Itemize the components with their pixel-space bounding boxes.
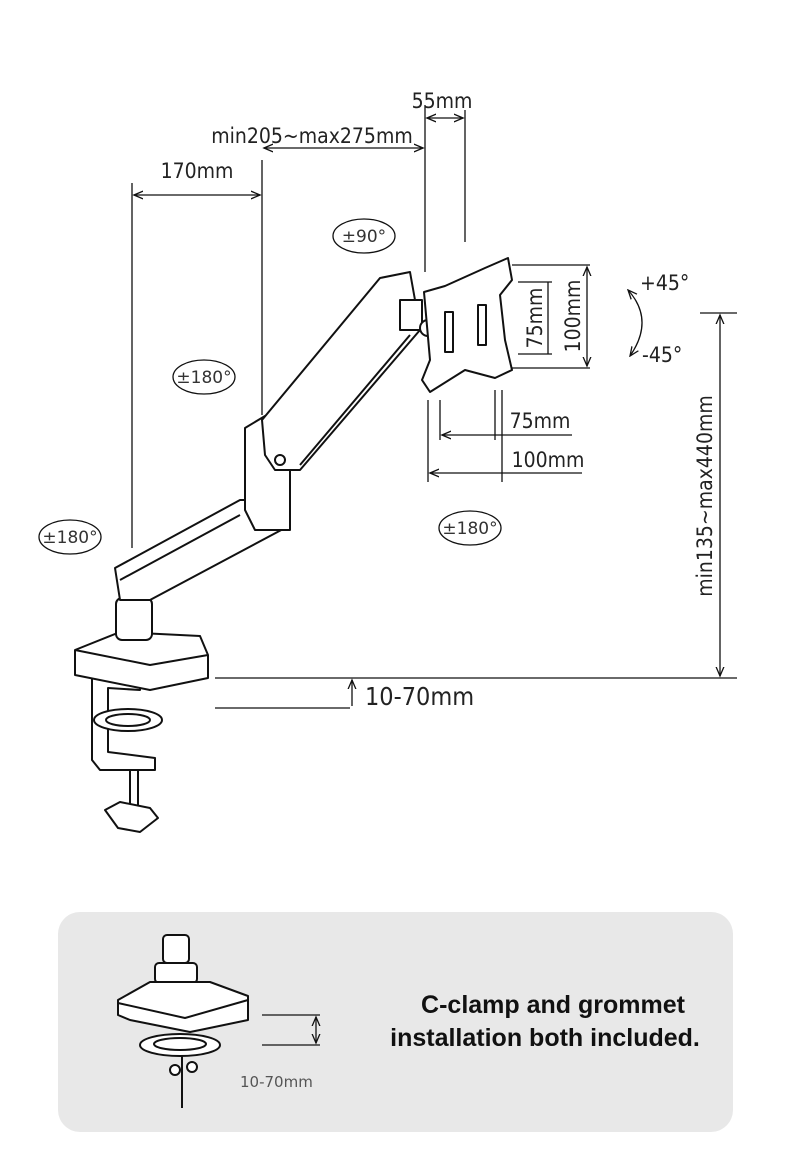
dim-vesa-width-small: 75mm [510,409,571,433]
panel-headline-line1: C-clamp and grommet [421,991,686,1019]
dim-vesa-height-small: 75mm [523,288,547,349]
dimension-lines [131,105,737,709]
dim-vesa-width-large: 100mm [512,448,585,472]
dim-first-arm: 170mm [161,159,234,183]
head-swivel-label: ±180° [442,519,497,539]
rotation-plate-label: ±90° [342,227,386,247]
dim-pivot-offset: 55mm [412,89,473,113]
elbow-swivel-label: ±180° [176,368,231,388]
installation-panel [58,912,733,1132]
dim-height-range: min135~max440mm [693,395,717,597]
dim-vesa-height-large: 100mm [561,280,585,353]
monitor-arm-illustration [74,257,513,833]
tilt-down-label: -45° [642,343,682,367]
panel-desk-thickness: 10-70mm [240,1073,313,1091]
base-swivel-label: ±180° [42,528,97,548]
rotation-badges [38,218,502,555]
dim-second-arm: min205~max275mm [211,124,413,148]
grommet-illustration [117,934,320,1108]
panel-headline-line2: installation both included. [390,1024,700,1052]
dim-desk-thickness: 10-70mm [365,682,474,711]
tilt-up-label: +45° [640,271,689,295]
